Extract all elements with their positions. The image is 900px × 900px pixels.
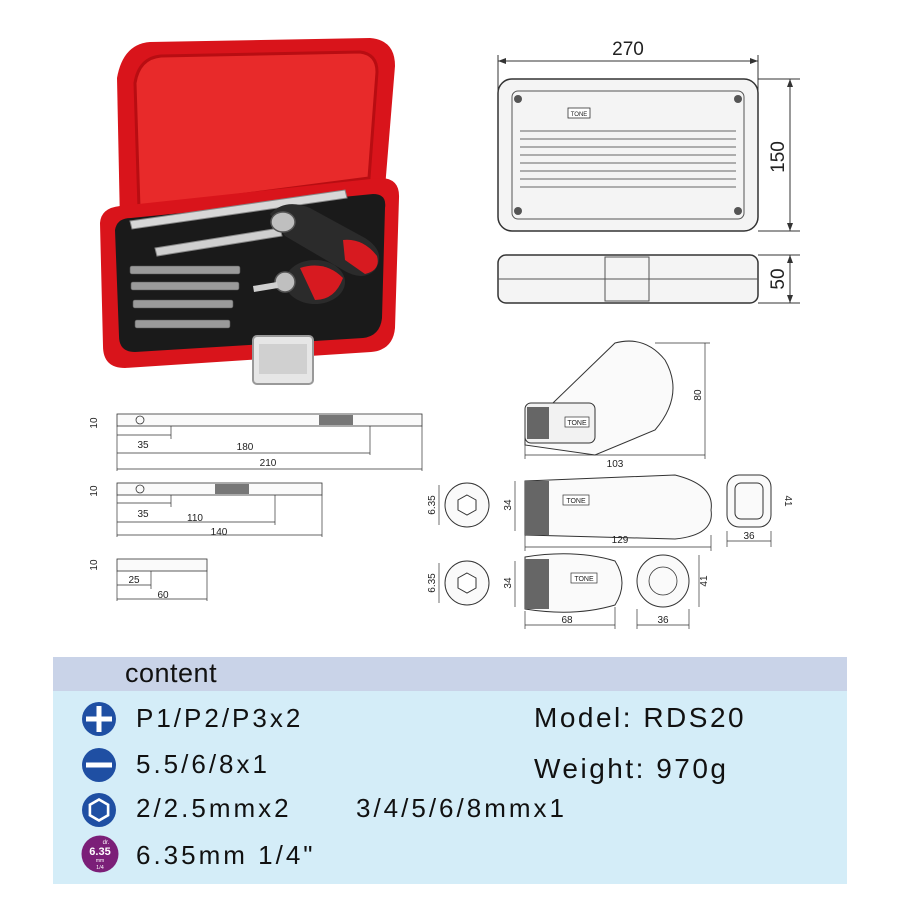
drive-size-text: 6.35mm 1/4" [136,840,316,870]
handle2-total-label: 129 [612,535,629,546]
handle3-length-label: 68 [561,615,573,626]
contents-title: content [125,658,218,688]
phillips-icon [82,702,116,736]
handle3-side-w-label: 36 [657,615,669,626]
handle2-side-w-label: 36 [743,531,755,542]
drive-icon-bot: 1/4 [96,865,104,871]
handle2-side-h-label: 41 [782,495,793,507]
handle2-width-label: 34 [503,499,514,511]
handle2-brand-label: TONE [566,498,586,505]
handle3-brand-label: TONE [574,576,594,583]
adapter-b-label: 60 [157,590,169,601]
bar2-b-label: 140 [211,527,228,538]
drive-icon-top: dr. [103,840,110,846]
handle1-length-label: 103 [607,459,624,470]
case-brand-label: TONE [571,112,588,118]
bar2-a-label: 110 [187,513,203,524]
handle1-brand-label: TONE [567,420,587,427]
case-depth-label: 150 [768,141,789,173]
slotted-sizes: 5.5/6/8x1 [136,749,270,779]
bars-drawing: 10 35 180 210 10 35 110 140 10 [89,413,423,601]
contents-body-band [53,691,847,884]
bar2-grip-label: 35 [137,509,149,520]
case-width-label: 270 [612,39,644,60]
handle1-height-label: 80 [693,389,704,401]
bar1-a-label: 180 [237,442,254,453]
case-top-view: 270 TONE 150 50 [497,39,800,304]
handles-drawing: TONE 103 80 TONE 129 36 41 34 6.35 [427,340,793,629]
drive-size-icon: dr. 6.35 mm 1/4 [81,835,119,873]
drive-icon-sub: mm [96,858,104,864]
weight-value: Weight: 970g [534,753,729,784]
contents-header-band [53,657,847,691]
handle3-side-h-label: 41 [699,575,710,587]
case-height-label: 50 [768,268,789,289]
adapter-a-label: 25 [128,575,140,586]
model-number: Model: RDS20 [534,702,747,733]
slotted-icon [82,748,116,782]
bar2-diameter-label: 10 [89,485,100,497]
product-photo [100,38,400,385]
adapter-diameter-label: 10 [89,559,100,571]
handle3-width-label: 34 [503,577,514,589]
hex-icon [82,793,116,827]
bar1-grip-label: 35 [137,440,149,451]
hex-sizes-small: 2/2.5mmx2 [136,793,292,823]
handle2-drive-label: 6.35 [427,495,438,515]
bar1-diameter-label: 10 [89,417,100,429]
hex-sizes-large: 3/4/5/6/8mmx1 [356,793,567,823]
phillips-sizes: P1/P2/P3x2 [136,703,304,733]
handle3-drive-label: 6.35 [427,573,438,593]
bar1-b-label: 210 [260,458,277,469]
drive-icon-mid: 6.35 [89,846,110,858]
